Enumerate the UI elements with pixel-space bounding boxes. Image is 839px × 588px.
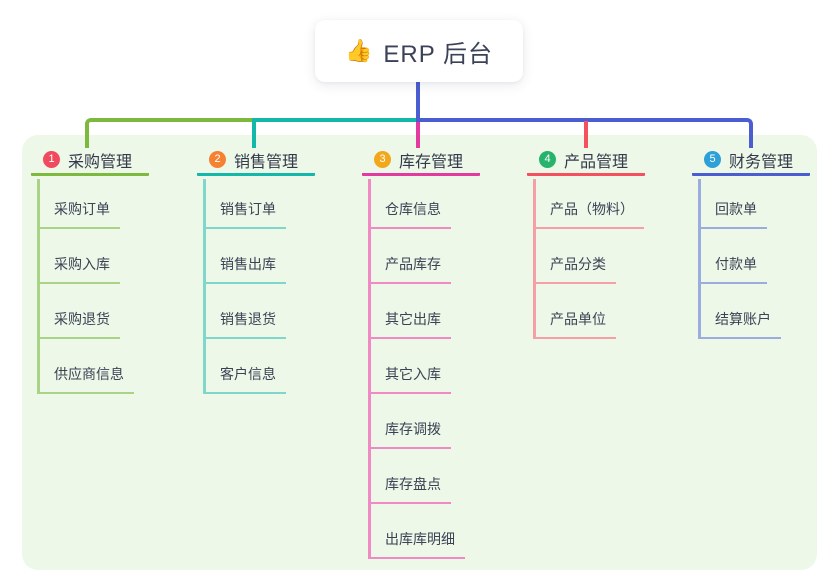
branch-children: 仓库信息产品库存其它出库其它入库库存调拨库存盘点出库库明细 — [368, 174, 465, 559]
branch-title[interactable]: 1 采购管理 — [31, 148, 149, 176]
mindmap-node-label[interactable]: 结算账户 — [698, 309, 781, 339]
branch-number-badge: 3 — [374, 151, 391, 168]
mindmap-node: 销售订单 — [203, 174, 286, 229]
mindmap-node: 供应商信息 — [37, 339, 134, 394]
branch-spine — [37, 179, 40, 394]
branch-label: 财务管理 — [729, 153, 794, 171]
branch-number-badge: 2 — [209, 151, 226, 168]
mindmap-node-label[interactable]: 产品分类 — [533, 254, 616, 284]
mindmap-node: 仓库信息 — [368, 174, 465, 229]
branch-4: 4 产品管理产品（物料） 产品分类产品单位 — [527, 148, 645, 339]
mindmap-node: 采购入库 — [37, 229, 134, 284]
connector-drop-product — [584, 121, 588, 148]
mindmap-node: 销售出库 — [203, 229, 286, 284]
root-label: ERP 后台 — [383, 40, 493, 68]
mindmap-node-label[interactable]: 产品单位 — [533, 309, 616, 339]
mindmap-node: 产品分类 — [533, 229, 644, 284]
connector-bus-finance — [416, 118, 753, 148]
mindmap-node: 结算账户 — [698, 284, 781, 339]
mindmap-node: 产品库存 — [368, 229, 465, 284]
connector-drop-inventory — [416, 121, 420, 148]
mindmap-node-label[interactable]: 供应商信息 — [37, 364, 134, 394]
branch-3: 3 库存管理仓库信息产品库存其它出库其它入库库存调拨库存盘点出库库明细 — [362, 148, 480, 559]
mindmap-node: 客户信息 — [203, 339, 286, 394]
mindmap-node: 其它出库 — [368, 284, 465, 339]
mindmap-node-label[interactable]: 库存调拨 — [368, 419, 451, 449]
mindmap-node: 库存调拨 — [368, 394, 465, 449]
mindmap-node: 采购退货 — [37, 284, 134, 339]
branch-children: 产品（物料） 产品分类产品单位 — [533, 174, 644, 339]
branch-number-badge: 5 — [704, 151, 721, 168]
branch-children: 销售订单销售出库销售退货客户信息 — [203, 174, 286, 394]
mindmap-node-label[interactable]: 产品（物料） — [533, 199, 644, 229]
mindmap-node: 其它入库 — [368, 339, 465, 394]
mindmap-node-label[interactable]: 其它出库 — [368, 309, 451, 339]
branch-1: 1 采购管理采购订单采购入库采购退货供应商信息 — [31, 148, 149, 394]
mindmap-node-label[interactable]: 库存盘点 — [368, 474, 451, 504]
branch-title[interactable]: 3 库存管理 — [362, 148, 480, 176]
branch-spine — [368, 179, 371, 559]
thumbs-up-icon: 👍 — [345, 38, 374, 63]
mindmap-node-label[interactable]: 其它入库 — [368, 364, 451, 394]
mindmap-node: 回款单 — [698, 174, 781, 229]
branch-title[interactable]: 5 财务管理 — [692, 148, 810, 176]
mindmap-node-label[interactable]: 销售退货 — [203, 309, 286, 339]
mindmap-node-label[interactable]: 销售出库 — [203, 254, 286, 284]
branch-2: 2 销售管理销售订单销售出库销售退货客户信息 — [197, 148, 315, 394]
branch-label: 库存管理 — [399, 153, 464, 171]
mindmap-node-label[interactable]: 采购退货 — [37, 309, 120, 339]
branch-children: 采购订单采购入库采购退货供应商信息 — [37, 174, 134, 394]
branch-spine — [698, 179, 701, 339]
branch-spine — [533, 179, 536, 339]
branch-spine — [203, 179, 206, 394]
mindmap-node: 付款单 — [698, 229, 781, 284]
connector-bus-procurement — [85, 118, 252, 148]
mindmap-node: 产品单位 — [533, 284, 644, 339]
connector-root — [416, 82, 420, 122]
mindmap-node-label[interactable]: 客户信息 — [203, 364, 286, 394]
mindmap-node: 采购订单 — [37, 174, 134, 229]
mindmap-node-label[interactable]: 产品库存 — [368, 254, 451, 284]
mindmap-node: 出库库明细 — [368, 504, 465, 559]
mindmap-node-label[interactable]: 采购订单 — [37, 199, 120, 229]
mindmap-node-label[interactable]: 出库库明细 — [368, 529, 465, 559]
mindmap-node: 库存盘点 — [368, 449, 465, 504]
mindmap-node-label[interactable]: 回款单 — [698, 199, 767, 229]
branch-children: 回款单付款单结算账户 — [698, 174, 781, 339]
branch-title[interactable]: 2 销售管理 — [197, 148, 315, 176]
mindmap-node: 销售退货 — [203, 284, 286, 339]
mindmap-node: 产品（物料） — [533, 174, 644, 229]
root-node[interactable]: 👍 ERP 后台 — [315, 20, 523, 82]
branch-title[interactable]: 4 产品管理 — [527, 148, 645, 176]
branch-label: 产品管理 — [564, 153, 629, 171]
mindmap-node-label[interactable]: 付款单 — [698, 254, 767, 284]
branches-panel — [22, 135, 817, 570]
branch-5: 5 财务管理回款单付款单结算账户 — [692, 148, 810, 339]
connector-bus-sales — [252, 118, 416, 148]
mindmap-node-label[interactable]: 仓库信息 — [368, 199, 451, 229]
mindmap-node-label[interactable]: 销售订单 — [203, 199, 286, 229]
mindmap-node-label[interactable]: 采购入库 — [37, 254, 120, 284]
branch-number-badge: 1 — [43, 151, 60, 168]
branch-number-badge: 4 — [539, 151, 556, 168]
branch-label: 采购管理 — [68, 153, 133, 171]
branch-label: 销售管理 — [234, 153, 299, 171]
